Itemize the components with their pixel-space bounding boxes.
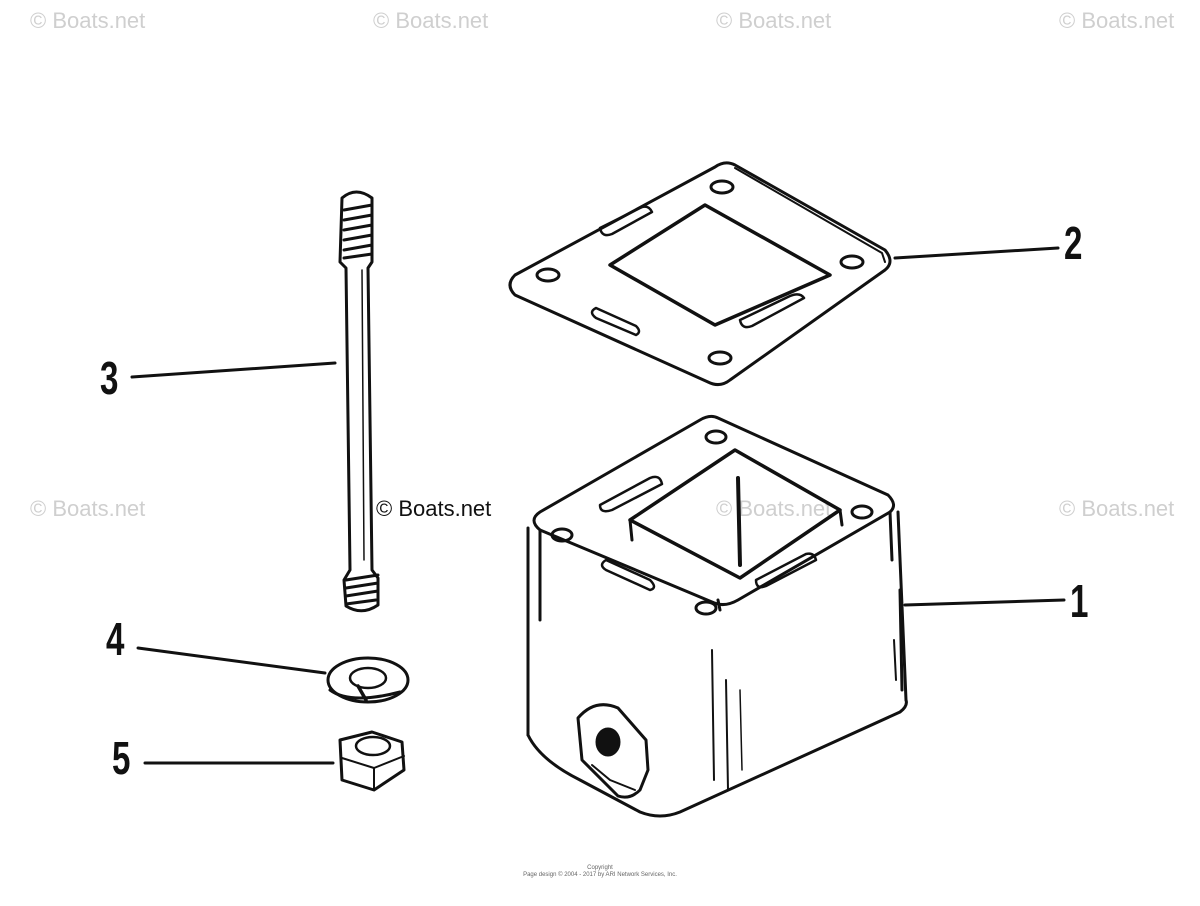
- lock-washer-drawing: [326, 656, 410, 704]
- exhaust-block-drawing: [526, 414, 908, 818]
- leader-line-1: [903, 598, 1066, 607]
- callout-3: 3: [100, 352, 119, 404]
- watermark-overlay: © Boats.net: [376, 496, 492, 521]
- watermark-mid-3: © Boats.net: [716, 496, 832, 521]
- watermark-mid-4: © Boats.net: [1059, 496, 1175, 521]
- watermark-top-4: © Boats.net: [1059, 8, 1175, 33]
- watermark-top-3: © Boats.net: [716, 8, 832, 33]
- callout-2: 2: [1064, 217, 1083, 269]
- callout-1: 1: [1070, 575, 1089, 627]
- leader-line-4: [136, 646, 327, 675]
- watermark-top-2: © Boats.net: [373, 8, 489, 33]
- leader-line-3: [130, 361, 337, 379]
- watermark-top-1: © Boats.net: [30, 8, 146, 33]
- copyright-line-1: Copyright: [587, 865, 613, 871]
- stud-drawing: [338, 190, 380, 613]
- gasket-drawing: [508, 161, 892, 387]
- hex-nut-drawing: [338, 730, 406, 792]
- copyright-line-2: Page design © 2004 - 2017 by ARI Network…: [523, 872, 677, 878]
- watermark-mid-1: © Boats.net: [30, 496, 146, 521]
- leader-line-2: [893, 246, 1060, 260]
- callout-5: 5: [112, 732, 131, 784]
- callout-4: 4: [106, 613, 125, 665]
